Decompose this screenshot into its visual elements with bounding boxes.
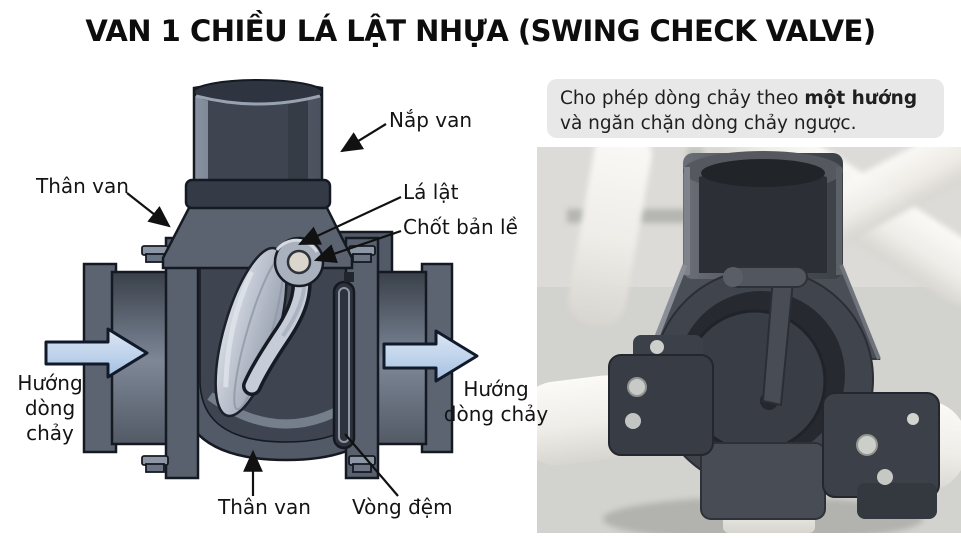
label-flow-left: Hướng dòng chảy: [0, 371, 100, 446]
label-flow-right-line2: dòng chảy: [443, 402, 549, 426]
leader-hinge-pin: [313, 229, 402, 263]
label-disc: Lá lật: [403, 180, 459, 204]
valve-cap: [184, 79, 332, 210]
page-title: VAN 1 CHIỀU LÁ LẬT NHỰA (SWING CHECK VAL…: [85, 14, 876, 48]
info-box: Cho phép dòng chảy theo một hướng và ngă…: [547, 79, 944, 138]
leader-lines: [126, 123, 402, 497]
label-flow-right-line1: Hướng: [463, 377, 529, 401]
label-gasket: Vòng đệm: [352, 495, 453, 519]
flow-arrow-left-icon: [44, 327, 149, 379]
valve-photo: [537, 147, 961, 533]
photo-bolt: [650, 340, 664, 354]
photo-bolt: [625, 413, 641, 429]
info-text-suffix: và ngăn chặn dòng chảy ngược.: [560, 113, 857, 135]
label-cap: Nắp van: [389, 108, 473, 132]
photo-bolt: [627, 377, 647, 397]
photo-valve: [608, 151, 940, 520]
label-hinge-pin: Chốt bản lề: [403, 215, 518, 239]
photo-bolt: [877, 469, 893, 485]
label-flow-left-line1: Hướng: [17, 371, 83, 395]
info-text-prefix: Cho phép dòng chảy theo: [560, 88, 805, 109]
label-body-bottom: Thân van: [218, 495, 311, 519]
label-flow-right: Hướng dòng chảy: [443, 377, 549, 427]
gasket-ring: [332, 272, 356, 450]
valve-cutaway-diagram: [44, 79, 479, 497]
info-text-bold: một hướng: [804, 88, 918, 109]
photo-bolt: [856, 434, 878, 456]
hinge-pin: [273, 236, 325, 288]
leader-disc: [298, 196, 402, 245]
flow-arrow-right-icon: [382, 329, 479, 383]
leader-cap: [340, 123, 387, 153]
label-flow-left-line2: dòng chảy: [24, 396, 76, 445]
leader-gasket: [344, 433, 399, 497]
photo-bolt: [907, 413, 919, 425]
leader-body-top: [126, 192, 171, 228]
valve-photo-art: [537, 147, 961, 533]
label-body-top: Thân van: [36, 174, 129, 198]
